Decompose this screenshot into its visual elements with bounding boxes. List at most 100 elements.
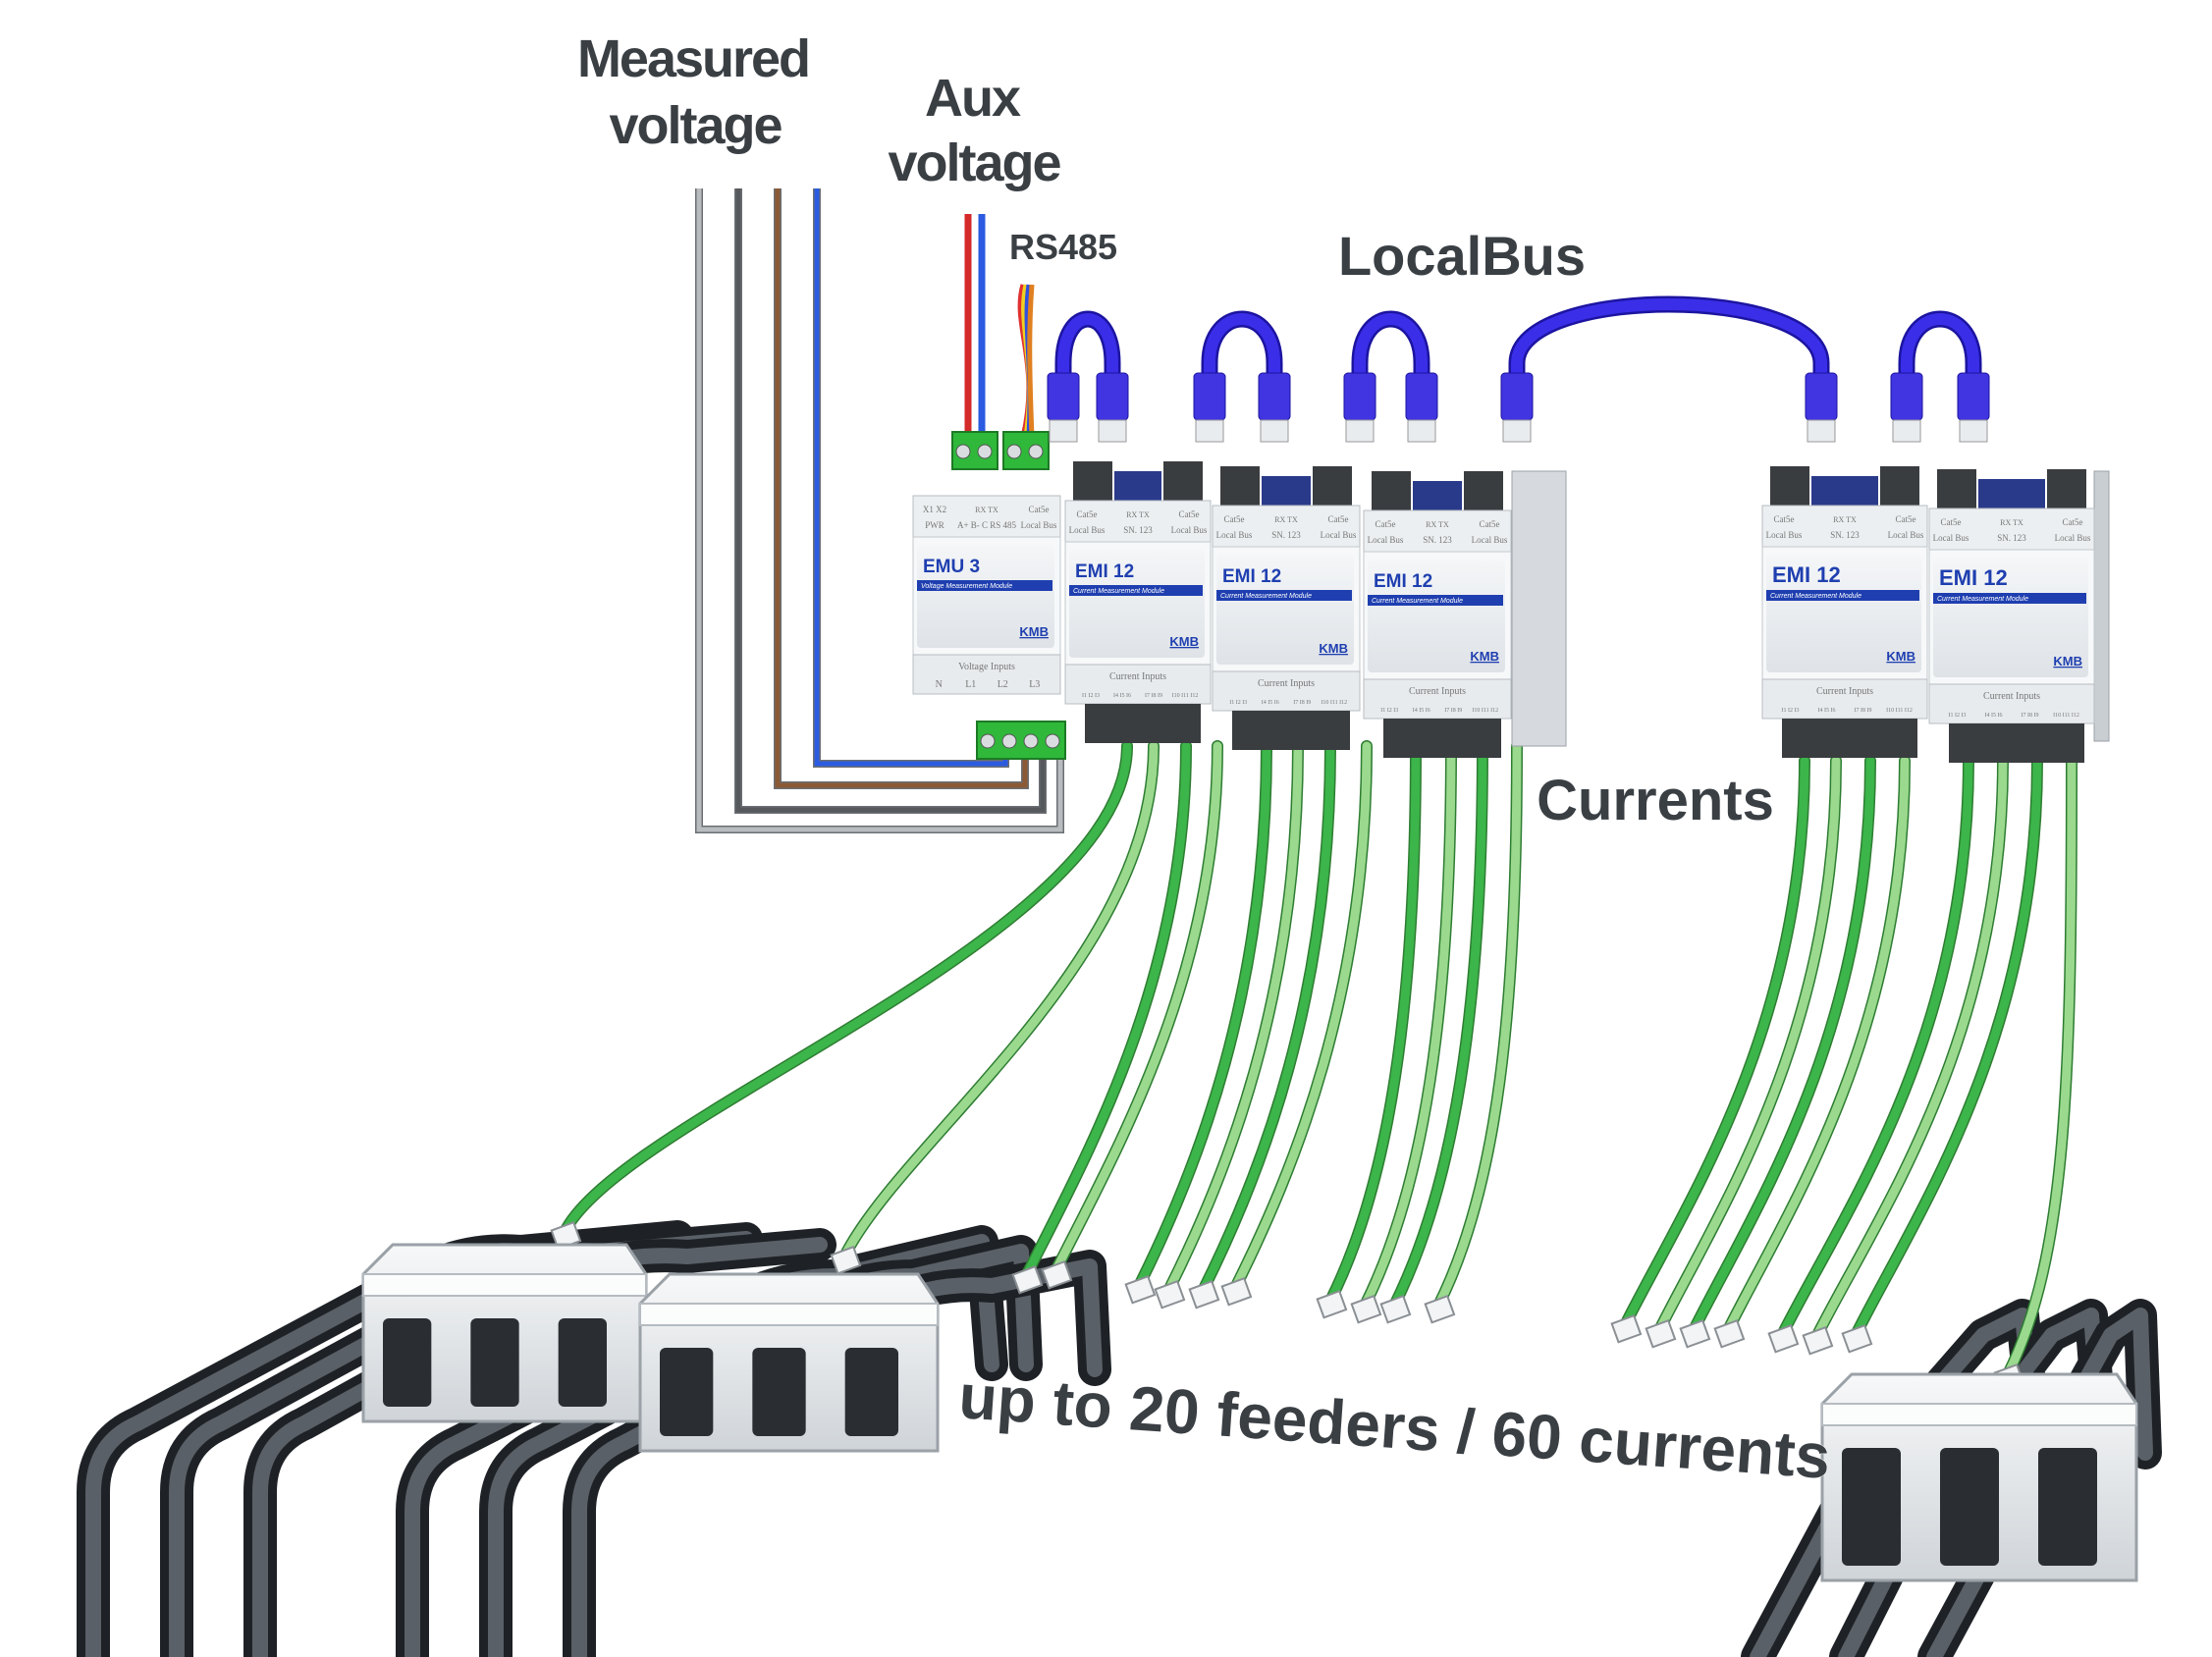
top-right-label-1: Cat5e (2063, 517, 2083, 527)
bottom-terminal-label: I1 I2 I3 (1229, 700, 1247, 706)
top-left-label-2: Local Bus (1368, 535, 1404, 545)
rj45-socket (1880, 466, 1919, 510)
module-face (1933, 558, 2088, 677)
localbus-cable (1901, 313, 1979, 418)
rj45-plug (1807, 419, 1836, 443)
top-mid-label-1: RX TX (975, 506, 998, 514)
rj45-socket (1313, 466, 1352, 510)
bottom-terminal-label: I4 I5 I6 (1413, 708, 1430, 714)
ct-top-face (639, 1303, 939, 1326)
rj45-plug (1350, 1294, 1382, 1324)
module-top-connector-area (1811, 476, 1878, 506)
bottom-terminal-label: I4 I5 I6 (1985, 713, 2003, 719)
localbus-cable (1204, 313, 1280, 418)
bottom-title: Current Inputs (1816, 686, 1873, 697)
module-subtitle-band (1069, 585, 1203, 596)
rj45-plug (1424, 1294, 1456, 1324)
current-cable (1811, 756, 2008, 1342)
rj45-boot (1343, 372, 1376, 421)
bottom-title: Voltage Inputs (958, 662, 1015, 672)
current-cable (1198, 741, 1335, 1296)
current-cable (1777, 756, 1973, 1340)
module-name: EMI 12 (1772, 562, 1841, 587)
bottom-terminal-label: I7 I8 I9 (1293, 700, 1311, 706)
top-left-label-2: Local Bus (1766, 530, 1803, 540)
ct-window (1842, 1448, 1901, 1566)
voltage-wire (696, 188, 1063, 832)
rj45-plug (1679, 1318, 1711, 1349)
top-right-label-2: Local Bus (1321, 530, 1357, 540)
rj45-socket (1073, 461, 1112, 506)
label-localbus: LocalBus (1338, 225, 1586, 287)
current-cable (1433, 741, 1522, 1310)
current-cable (1360, 741, 1456, 1310)
current-cable (1021, 741, 1191, 1281)
bottom-terminal-label: I7 I8 I9 (1145, 693, 1162, 699)
rj45-plug (1841, 1323, 1873, 1354)
kmb-logo: KMB (1470, 649, 1499, 664)
terminal-screw (977, 444, 993, 459)
label-currents: Currents (1537, 769, 1774, 832)
top-mid-label-2: SN. 123 (1830, 530, 1860, 540)
top-left-label-1: Cat5e (1774, 514, 1795, 524)
module-bottom-strip (1363, 678, 1512, 720)
terminal-screw (1006, 444, 1022, 459)
bottom-terminal-label: I1 I2 I3 (1380, 708, 1398, 714)
voltage-wire (735, 188, 1046, 813)
module-face (1368, 560, 1505, 672)
top-left-label-1: Cat5e (1941, 517, 1962, 527)
kmb-logo: KMB (1019, 624, 1049, 639)
current-cable (1689, 756, 1875, 1335)
bottom-terminal-label: I4 I5 I6 (1818, 708, 1836, 714)
terminal-screw (980, 733, 996, 749)
label-aux-voltage-1: Aux (925, 69, 1021, 128)
rj45-socket (1372, 471, 1411, 515)
module-subtitle-band (917, 580, 1052, 591)
module-top-connector-area (1978, 479, 2045, 508)
din-rail-end (2093, 470, 2110, 742)
label-measured-voltage-2: voltage (609, 96, 782, 155)
rj45-socket (1770, 466, 1809, 510)
label-rs485: RS485 (1009, 227, 1117, 267)
rj45-socket (1464, 471, 1503, 515)
top-left-label-2: Local Bus (1069, 525, 1106, 535)
bottom-terminal-label: I4 I5 I6 (1113, 693, 1131, 699)
module-bottom-strip (1928, 683, 2095, 724)
bottom-terminal-label: I4 I5 I6 (1262, 700, 1279, 706)
rj45-plug (1195, 419, 1224, 443)
bottom-terminal-label: L3 (1029, 679, 1040, 690)
module-name: EMI 12 (1374, 571, 1432, 592)
current-input-connector (1782, 719, 1917, 758)
bottom-terminal-label: I7 I8 I9 (1855, 708, 1872, 714)
ct-top-face (362, 1273, 647, 1297)
current-input-connector (1232, 711, 1350, 750)
module-top-strip (1761, 505, 1928, 548)
current-cable (1051, 741, 1222, 1276)
ct-top-face (1821, 1403, 2137, 1426)
top-left-label-2: PWR (925, 520, 944, 530)
current-cable (560, 741, 1132, 1237)
rj45-boot (1096, 372, 1129, 421)
top-right-label-2: Local Bus (1171, 525, 1208, 535)
module-top-connector-area (1262, 476, 1311, 506)
rj45-plug (1959, 419, 1988, 443)
rj45-plug (1379, 1294, 1412, 1324)
current-cable-outline (1850, 755, 2043, 1341)
top-left-label-1: Cat5e (1077, 509, 1098, 519)
localbus-cable (1057, 313, 1118, 418)
current-cable (1134, 741, 1271, 1291)
top-mid-label-2: SN. 123 (1271, 530, 1301, 540)
terminal-screw (1045, 733, 1060, 749)
top-right-label-2: Local Bus (2055, 533, 2091, 543)
current-cable (1620, 756, 1809, 1330)
module-subtitle: Current Measurement Module (1220, 593, 1312, 600)
bottom-terminal-label: I1 I2 I3 (1782, 708, 1800, 714)
top-mid-label-2: SN. 123 (1997, 533, 2026, 543)
top-right-label-2: Local Bus (1472, 535, 1508, 545)
current-cable-outline (1653, 755, 1842, 1336)
